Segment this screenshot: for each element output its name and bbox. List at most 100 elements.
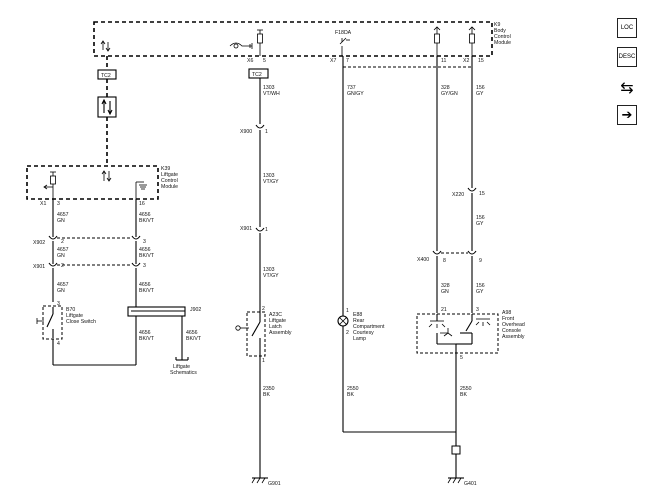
a98-pin-5: 5 bbox=[460, 355, 463, 361]
a23c-label-1: Liftgate bbox=[269, 318, 286, 324]
e88-pin-2: 2 bbox=[346, 330, 349, 336]
wire-156-a: 156 bbox=[476, 85, 485, 91]
wire-1303-c-color: VT/GY bbox=[263, 273, 279, 279]
ground-g901: G901 bbox=[268, 481, 281, 487]
pin-x400-9: 9 bbox=[479, 258, 482, 264]
connector-x901-left: X901 bbox=[33, 264, 45, 270]
a98-pin-3: 3 bbox=[476, 307, 479, 313]
wire-4656-c: 4656 bbox=[139, 282, 151, 288]
wire-2550-b-color: BK bbox=[460, 392, 467, 398]
ground-g401-icon bbox=[447, 470, 464, 484]
ground-g901-icon bbox=[251, 470, 268, 484]
wire-2550-a-color: BK bbox=[347, 392, 354, 398]
wire-156-c: 156 bbox=[476, 283, 485, 289]
wire-4656-d-color: BK/VT bbox=[139, 336, 155, 342]
k39-label-3: Module bbox=[161, 184, 178, 190]
k9-output-resistor-15-icon bbox=[468, 26, 476, 56]
b70-pin-4: 4 bbox=[57, 341, 60, 347]
wire-737: 737 bbox=[347, 85, 356, 91]
location-view-label: LOC bbox=[620, 25, 634, 31]
e88-label-3: Courtesy bbox=[353, 330, 374, 336]
k39-id: K39 bbox=[161, 166, 170, 172]
a98-pin-21: 21 bbox=[441, 307, 447, 313]
connector-view-button[interactable]: ⇆ bbox=[617, 77, 637, 97]
k39-pin-x1: X1 bbox=[40, 201, 46, 207]
k39-module-box bbox=[26, 165, 159, 200]
location-view-button[interactable]: LOC bbox=[617, 18, 637, 38]
a98-label-1: Front bbox=[502, 316, 515, 322]
b70-label-1: Liftgate bbox=[66, 313, 83, 319]
serial-data-arrows-icon bbox=[101, 98, 113, 116]
pin-x220-15: 15 bbox=[479, 191, 485, 197]
a98-label-3: Console bbox=[502, 328, 521, 334]
k39-pin-3: 3 bbox=[57, 201, 60, 207]
k9-pin-x6: X6 bbox=[247, 58, 253, 64]
a98-lamp-left-icon bbox=[428, 314, 446, 328]
e88-lamp-icon bbox=[337, 315, 349, 327]
pin-x902-3: 3 bbox=[143, 239, 146, 245]
b70-switch-icon bbox=[36, 307, 54, 338]
connector-x900: X900 bbox=[240, 129, 252, 135]
wire-4656-a: 4656 bbox=[139, 212, 151, 218]
liftgate-schematics-label-2: Schematics bbox=[170, 370, 197, 376]
k9-pin-5: 5 bbox=[263, 58, 266, 64]
description-view-label: DESC bbox=[618, 54, 636, 60]
wire-328-a-color: GY/GN bbox=[441, 91, 458, 97]
wire-4656-e-color: BK/VT bbox=[186, 336, 202, 342]
k9-pin-11: 11 bbox=[441, 58, 446, 64]
k9-pullup-resistor-icon bbox=[257, 29, 263, 56]
description-view-button[interactable]: DESC bbox=[617, 47, 637, 67]
k9-output-resistor-11-icon bbox=[433, 26, 441, 56]
wire-1303-b: 1303 bbox=[263, 173, 275, 179]
a98-console-box bbox=[416, 313, 499, 354]
a98-switch-icon bbox=[436, 320, 473, 353]
wire-328-b-color: GN bbox=[441, 289, 449, 295]
wire-2550-b: 2550 bbox=[460, 386, 472, 392]
connector-x901-center: X901 bbox=[240, 226, 252, 232]
ground-g401: G401 bbox=[464, 481, 477, 487]
next-page-button[interactable]: ➔ bbox=[617, 105, 637, 125]
wire-1303-b-color: VT/GY bbox=[263, 179, 279, 185]
k9-pin-7: 7 bbox=[346, 58, 349, 64]
a23c-label-3: Assembly bbox=[269, 330, 292, 336]
wire-2350-color: BK bbox=[263, 392, 270, 398]
serial-data-block bbox=[97, 96, 117, 118]
a23c-pin-1: 1 bbox=[262, 358, 265, 364]
wire-1303-c: 1303 bbox=[263, 267, 275, 273]
k39-pullup-resistor-icon bbox=[43, 171, 56, 199]
wire-737-color: GN/GY bbox=[347, 91, 364, 97]
wire-2550-a: 2550 bbox=[347, 386, 359, 392]
wire-4657-c-color: GN bbox=[57, 288, 65, 294]
k9-input-icon bbox=[229, 42, 253, 49]
a98-lamp-right-icon bbox=[471, 314, 491, 326]
wire-1303-a-color: VT/WH bbox=[263, 91, 280, 97]
wire-4657-a-color: GN bbox=[57, 218, 65, 224]
k39-ground-icon bbox=[135, 181, 147, 199]
pin-x901-2: 2 bbox=[61, 263, 64, 269]
wire-156-b: 156 bbox=[476, 215, 485, 221]
fuse-switch-icon bbox=[339, 37, 350, 56]
connector-x902: X902 bbox=[33, 240, 45, 246]
e88-label-1: Rear bbox=[353, 318, 365, 324]
k9-pin-x7: X7 bbox=[330, 58, 336, 64]
e88-label-2: Compartment bbox=[353, 324, 385, 330]
a23c-pin-2: 2 bbox=[262, 306, 265, 312]
pin-x901-1: 1 bbox=[265, 227, 268, 233]
e88-label-4: Lamp bbox=[353, 336, 366, 342]
pin-x900-1: 1 bbox=[265, 129, 268, 135]
a23c-latch-switch-icon bbox=[235, 312, 261, 356]
a23c-latch-box bbox=[246, 311, 266, 357]
tc2-label-b: TC2 bbox=[252, 72, 262, 78]
tc2-box-x6 bbox=[248, 68, 269, 79]
next-arrow-icon: ➔ bbox=[621, 107, 633, 123]
fuse-label: F18DA bbox=[335, 30, 352, 36]
tc2-label-a: TC2 bbox=[101, 73, 111, 79]
liftgate-schematics-label-1: Liftgate bbox=[173, 364, 190, 370]
wire-156-a-color: GY bbox=[476, 91, 484, 97]
wire-4656-b: 4656 bbox=[139, 247, 151, 253]
e88-pin-1: 1 bbox=[346, 308, 349, 314]
k9-label-3: Module bbox=[494, 40, 511, 46]
k39-pin-16: 16 bbox=[139, 201, 145, 207]
k9-module-box bbox=[93, 21, 493, 57]
